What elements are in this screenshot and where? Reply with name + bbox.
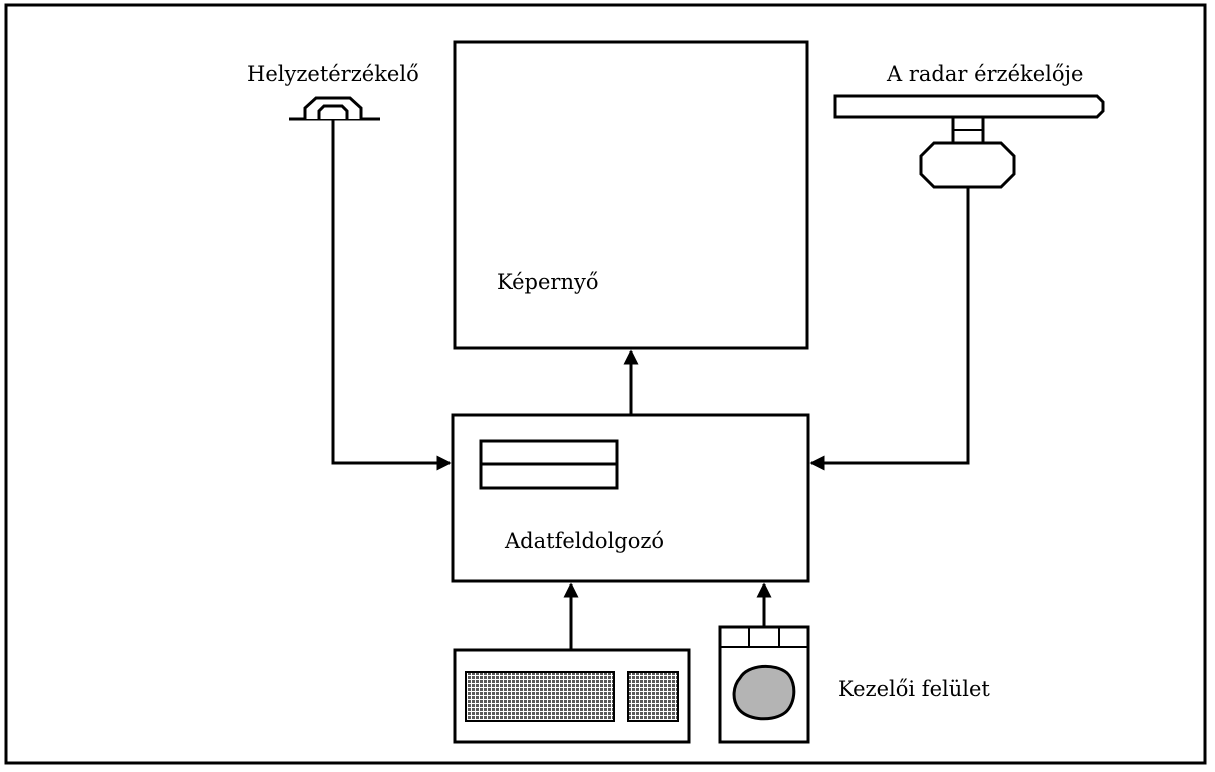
operator-interface-label: Kezelői felület (838, 677, 990, 701)
radar-antenna-icon (833, 94, 1105, 189)
data-processor-label: Adatfeldolgozó (504, 529, 664, 553)
screen-box (453, 40, 809, 350)
antenna-dome-icon (289, 96, 380, 121)
arrow-radar-sensor-to-processor (809, 188, 970, 471)
position-sensor-label: Helyzetérzékelő (247, 62, 419, 86)
keyboard-icon (453, 648, 691, 744)
radar-sensor-label: A radar érzékelője (886, 62, 1084, 86)
arrow-position-sensor-to-processor (331, 120, 452, 471)
trackball-icon (718, 625, 810, 744)
screen-label: Képernyő (497, 270, 599, 294)
diagram-frame (4, 3, 1207, 765)
